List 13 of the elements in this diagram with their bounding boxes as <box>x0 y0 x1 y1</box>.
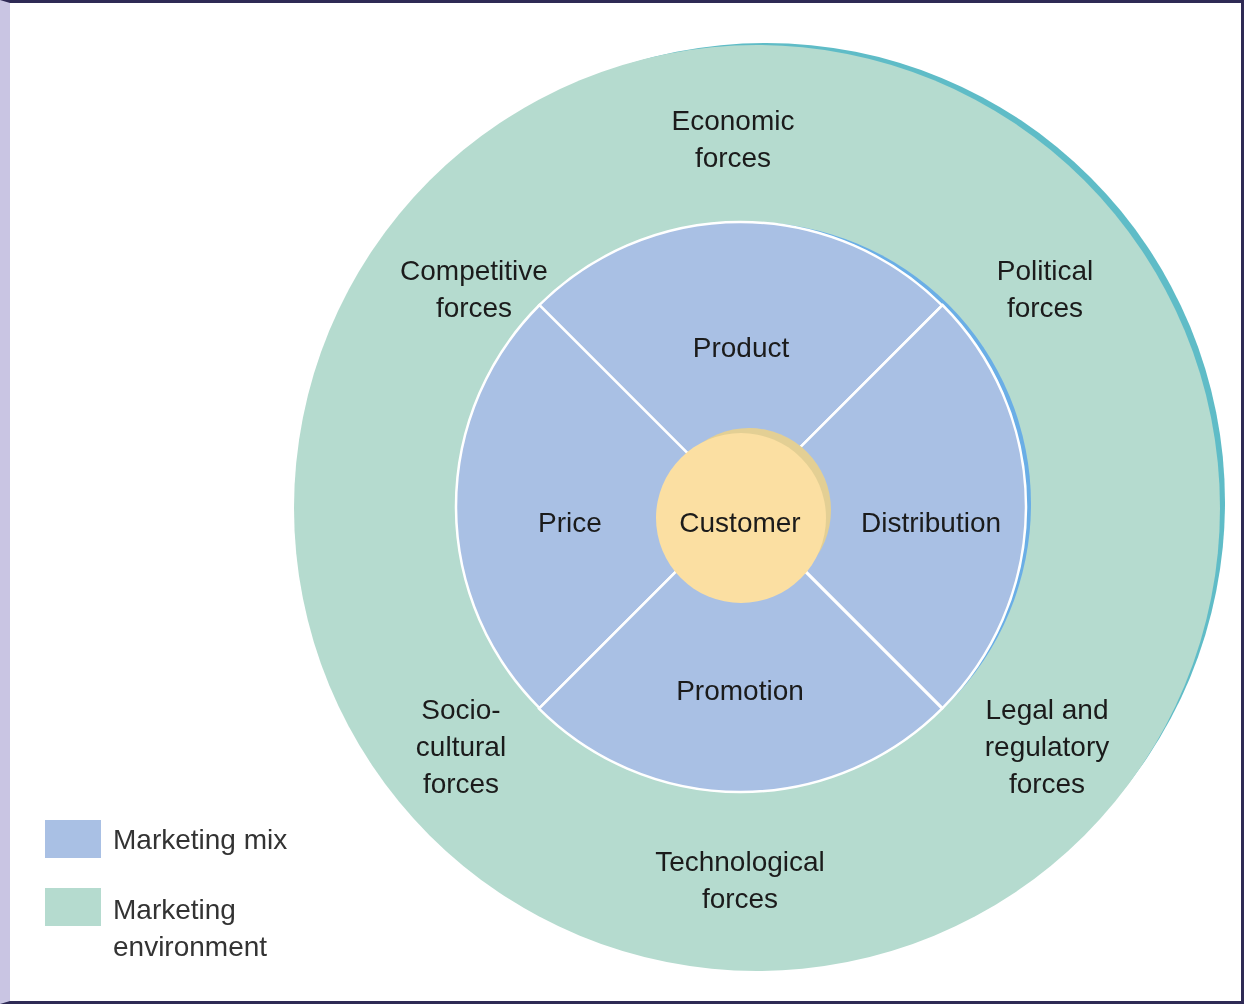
segment-label: Promotion <box>676 673 804 708</box>
force-label: Economic forces <box>670 104 796 175</box>
force-label: Competitive forces <box>399 254 549 325</box>
force-label: Political forces <box>995 254 1095 325</box>
segment-label: Distribution <box>860 505 1002 540</box>
legend-label: Marketing environment <box>113 893 269 964</box>
force-label: Socio-cultural forces <box>414 692 508 801</box>
segment-label: Product <box>692 330 790 365</box>
force-label: Technological forces <box>654 845 826 916</box>
force-label: Legal and regulatory forces <box>983 692 1111 801</box>
center-label: Customer <box>679 505 801 540</box>
segment-label: Price <box>538 505 602 540</box>
legend-label: Marketing mix <box>113 823 289 857</box>
